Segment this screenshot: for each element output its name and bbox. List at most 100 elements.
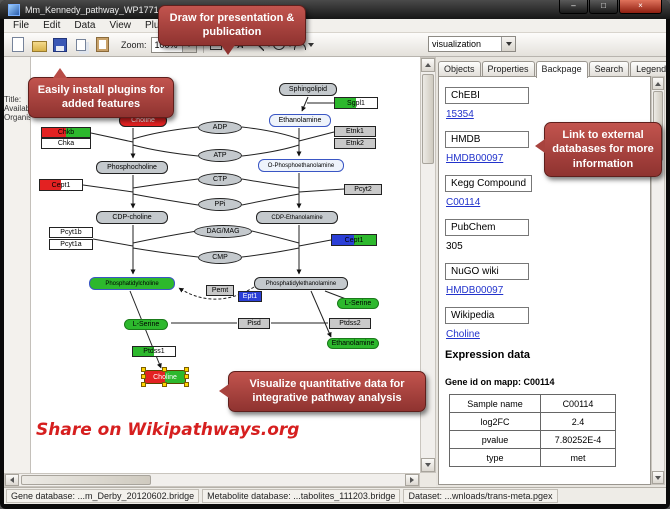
pathway-node-dag-mag[interactable]: DAG/MAG [194, 225, 252, 238]
scrollbar-thumb[interactable] [21, 475, 151, 485]
file-icon-group [8, 35, 113, 54]
pathway-node-chkb[interactable]: Chkb [41, 127, 91, 138]
database-heading: Kegg Compound [445, 175, 533, 192]
selection-handle[interactable] [162, 382, 167, 387]
selection-handle[interactable] [141, 367, 146, 372]
minimize-button[interactable]: – [559, 0, 588, 14]
visualization-dropdown-icon[interactable] [501, 37, 515, 51]
maximize-button[interactable]: □ [589, 0, 618, 14]
pathway-node-phosphatidylethanolamine[interactable]: Phosphatidylethanolamine [254, 277, 348, 290]
pathway-node-pemt[interactable]: Pemt [206, 285, 234, 296]
pathway-node-l-serine[interactable]: L-Serine [337, 298, 379, 309]
pathway-node-cdp-ethanolamine[interactable]: CDP-Ethanolamine [256, 211, 338, 224]
pathway-node-adp[interactable]: ADP [198, 121, 242, 134]
pathway-node-pcyt1a[interactable]: Pcyt1a [49, 239, 93, 250]
tab-properties[interactable]: Properties [481, 61, 535, 76]
pathway-node-phosphatidylcholine[interactable]: Phosphatidylcholine [89, 277, 175, 290]
callout-link-databases: Link to external databases for more info… [535, 122, 662, 177]
visualization-combobox[interactable]: visualization [428, 36, 516, 52]
pathway-node-pcyt2[interactable]: Pcyt2 [344, 184, 382, 195]
pathway-node-cmp[interactable]: CMP [198, 251, 242, 264]
callout-link-text: Link to external databases for more info… [552, 129, 654, 170]
database-link[interactable]: 15354 [446, 109, 474, 120]
pathway-node-ptdss2[interactable]: Ptdss2 [329, 318, 371, 329]
pathway-node-cdp-choline[interactable]: CDP-choline [96, 211, 168, 224]
scroll-right-icon[interactable] [405, 474, 419, 486]
scroll-up-icon[interactable] [421, 58, 435, 72]
database-link[interactable]: C00114 [446, 197, 481, 208]
pathway-node-sphingolipid[interactable]: Sphingolipid [279, 83, 337, 96]
selection-handle[interactable] [141, 382, 146, 387]
table-cell: type [449, 448, 541, 467]
menu-file[interactable]: File [13, 19, 30, 31]
scroll-left-icon[interactable] [5, 474, 19, 486]
canvas-vertical-scrollbar[interactable] [420, 57, 436, 473]
tab-backpage[interactable]: Backpage [535, 61, 588, 78]
callout-pointer [535, 139, 545, 153]
tab-search[interactable]: Search [588, 61, 630, 76]
save-file-button[interactable] [50, 35, 70, 54]
window-controls: –□× [558, 0, 662, 14]
pathway-node-phosphocholine[interactable]: Phosphocholine [96, 161, 168, 174]
callout-draw-text: Draw for presentation & publication [169, 12, 295, 39]
pathway-node-choline[interactable]: Choline [141, 367, 189, 387]
table-cell: pvalue [449, 430, 541, 449]
new-file-button[interactable] [8, 35, 28, 54]
tab-legend[interactable]: Legend [630, 61, 666, 76]
scroll-up-icon[interactable] [652, 77, 664, 90]
paste-button[interactable] [92, 35, 112, 54]
copy-button[interactable] [71, 35, 91, 54]
selection-handle[interactable] [184, 374, 189, 379]
pathway-node-ethanolamine[interactable]: Ethanolamine [269, 114, 331, 127]
pathway-node-etnk1[interactable]: Etnk1 [334, 126, 376, 137]
menu-edit[interactable]: Edit [43, 19, 61, 31]
selection-handle[interactable] [184, 382, 189, 387]
tab-objects[interactable]: Objects [438, 61, 481, 76]
selection-handle[interactable] [141, 374, 146, 379]
pathway-node-pcyt1b[interactable]: Pcyt1b [49, 227, 93, 238]
pathway-node-ethanolamine[interactable]: Ethanolamine [327, 338, 379, 349]
selection-handle[interactable] [184, 367, 189, 372]
pathway-node-cept1[interactable]: Cept1 [331, 234, 377, 246]
pathway-node-o-phosphoethanolamine[interactable]: O-Phosphoethanolamine [258, 159, 344, 172]
scroll-down-icon[interactable] [652, 471, 664, 484]
menu-view[interactable]: View [109, 19, 131, 31]
open-file-icon [31, 40, 47, 52]
pathway-node-cept1[interactable]: Cept1 [39, 179, 83, 191]
selection-handle[interactable] [162, 367, 167, 372]
pathway-node-ept1[interactable]: Ept1 [238, 291, 262, 302]
close-button[interactable]: × [619, 0, 662, 14]
database-link[interactable]: HMDB00097 [446, 153, 504, 164]
pathway-node-ctp[interactable]: CTP [198, 173, 242, 186]
title-bar[interactable]: Mm_Kennedy_pathway_WP1771_45176.gpml –□× [0, 0, 670, 19]
menu-data[interactable]: Data [74, 19, 96, 31]
database-heading: ChEBI [445, 87, 529, 104]
paste-icon [95, 37, 109, 52]
window-title: Mm_Kennedy_pathway_WP1771_45176.gpml [25, 4, 211, 15]
scrollbar-thumb[interactable] [422, 74, 434, 164]
status-segment: Gene database: ...m_Derby_20120602.bridg… [6, 489, 200, 503]
canvas-horizontal-scrollbar[interactable] [4, 473, 420, 487]
database-link[interactable]: Choline [446, 329, 480, 340]
chevron-down-icon[interactable] [307, 42, 314, 47]
new-file-icon [12, 37, 24, 52]
pathway-node-pisd[interactable]: Pisd [238, 318, 270, 329]
database-link[interactable]: HMDB00097 [446, 285, 504, 296]
database-heading: NuGO wiki [445, 263, 529, 280]
scroll-down-icon[interactable] [421, 458, 435, 472]
pathway-node-l-serine[interactable]: L-Serine [124, 319, 168, 330]
pathway-node-chka[interactable]: Chka [41, 138, 91, 149]
open-file-button[interactable] [29, 35, 49, 54]
pathway-node-ptdss1[interactable]: Ptdss1 [132, 346, 176, 357]
pathway-node-etnk2[interactable]: Etnk2 [334, 138, 376, 149]
pathway-node-atp[interactable]: ATP [198, 149, 242, 162]
pathway-node-ppi[interactable]: PPi [198, 198, 242, 211]
pathway-node-sgpl1[interactable]: Sgpl1 [334, 97, 378, 109]
